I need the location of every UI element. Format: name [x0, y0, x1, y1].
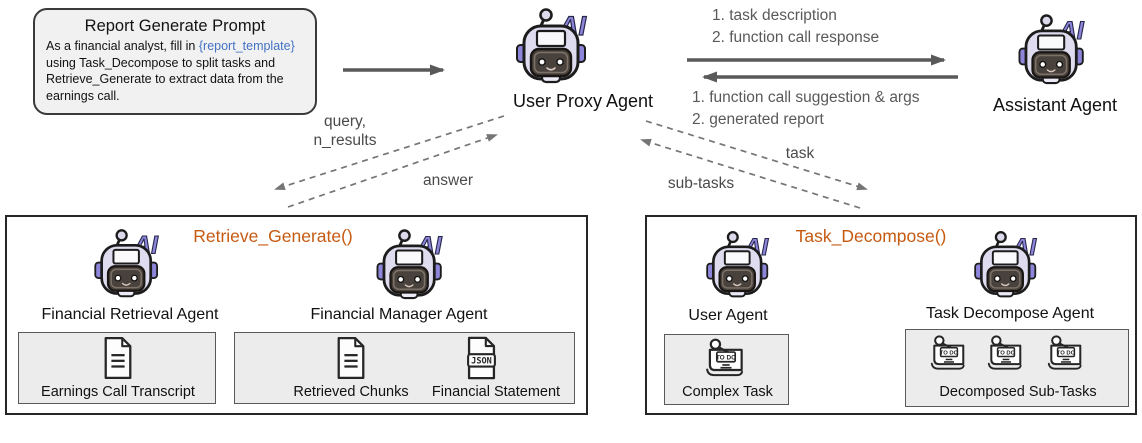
assistant-agent-label: Assistant Agent: [992, 95, 1118, 115]
earnings-call-transcript-label: Earnings Call Transcript: [41, 384, 195, 400]
flow-label-function-call-suggestion: 1. function call suggestion & args: [692, 89, 920, 106]
financial-retrieval-agent-label: Financial Retrieval Agent: [41, 306, 219, 323]
answer-label: answer: [423, 172, 473, 189]
ai-robot-icon: AI: [509, 7, 597, 85]
query-nresults-label: query, n_results: [295, 112, 395, 150]
user-proxy-agent-label: User Proxy Agent: [512, 91, 654, 111]
retrieve-generate-box: Retrieve_Generate() AI AI Financial Retr…: [5, 215, 588, 415]
prompt-body-suffix: using Task_Decompose to split tasks and …: [46, 55, 284, 103]
svg-text:JSON: JSON: [471, 357, 492, 367]
flow-label-function-call-response: 2. function call response: [712, 29, 880, 46]
task-decompose-box: Task_Decompose() AI AI User Agent Task D…: [645, 215, 1137, 415]
prompt-body-prefix: As a financial analyst, fill in: [46, 39, 199, 53]
todo-list-icon: TO DO: [985, 334, 1027, 374]
complex-task-box: TO DO Complex Task: [664, 334, 789, 405]
decomposed-subtasks-box: TO DO TO DO TO DO Decomposed Sub-Tasks: [905, 329, 1129, 407]
task-decompose-agent-label: Task Decompose Agent: [925, 305, 1095, 322]
report-generate-prompt-box: Report Generate Prompt As a financial an…: [33, 8, 317, 115]
retrieved-chunks-label: Retrieved Chunks: [293, 384, 409, 400]
svg-text:TO DO: TO DO: [1057, 350, 1076, 356]
financial-statement-label: Financial Statement: [431, 384, 561, 400]
ai-robot-icon: AI: [968, 230, 1046, 299]
document-icon: [101, 336, 135, 380]
svg-text:TO DO: TO DO: [940, 350, 959, 356]
flow-to-assistant-labels: 1. task description 2. function call res…: [712, 5, 879, 49]
todo-list-icon: TO DO: [1045, 334, 1087, 374]
decomposed-subtasks-label: Decomposed Sub-Tasks: [939, 384, 1097, 400]
report-template-token: {report_template}: [198, 39, 295, 53]
user-agent-label: User Agent: [688, 307, 768, 324]
retrieve-generate-title: Retrieve_Generate(): [193, 226, 353, 246]
query-label-line2: n_results: [313, 132, 377, 149]
document-icon: [334, 336, 368, 380]
todo-list-icon: TO DO: [703, 337, 749, 381]
flow-label-generated-report: 2. generated report: [692, 111, 824, 128]
prompt-body: As a financial analyst, fill in {report_…: [35, 36, 315, 104]
query-label-line1: query,: [324, 113, 366, 130]
task-decompose-title: Task_Decompose(): [795, 226, 947, 246]
todo-list-icon: TO DO: [928, 334, 970, 374]
json-file-icon: JSON: [463, 336, 500, 380]
ai-robot-icon: AI: [1012, 13, 1094, 86]
complex-task-label: Complex Task: [682, 384, 773, 400]
earnings-call-transcript-box: Earnings Call Transcript: [18, 332, 216, 404]
svg-text:TO DO: TO DO: [997, 350, 1016, 356]
ai-robot-icon: AI: [700, 230, 778, 299]
flow-label-task-description: 1. task description: [712, 7, 837, 24]
ai-robot-icon: AI: [88, 228, 168, 299]
subtasks-label: sub-tasks: [667, 175, 735, 192]
flow-to-user-proxy-labels: 1. function call suggestion & args 2. ge…: [692, 87, 919, 131]
ai-robot-icon: AI: [370, 228, 452, 301]
task-label: task: [785, 145, 815, 162]
prompt-title: Report Generate Prompt: [84, 17, 266, 35]
svg-text:TO DO: TO DO: [716, 354, 736, 361]
financial-manager-agent-label: Financial Manager Agent: [310, 306, 488, 323]
retrieval-results-box: JSON Retrieved Chunks Financial Statemen…: [234, 332, 575, 404]
